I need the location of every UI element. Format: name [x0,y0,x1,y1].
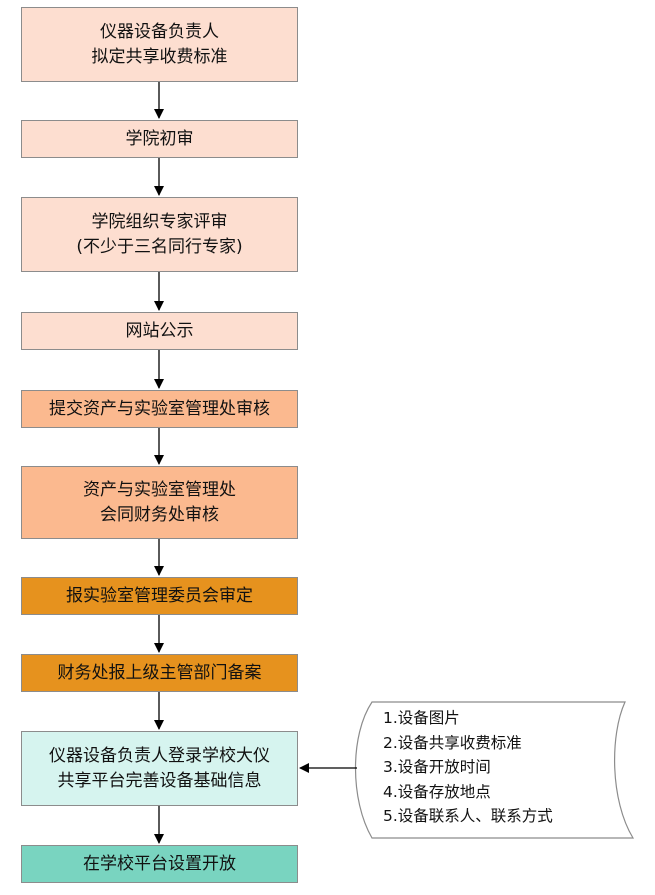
step-box-step3: 学院组织专家评审 (不少于三名同行专家) [21,197,298,272]
note-item-2: 2.设备共享收费标准 [383,733,522,752]
step5-line1: 提交资产与实验室管理处审核 [49,398,270,419]
step-box-step7: 报实验室管理委员会审定 [21,577,298,615]
step1-line2: 拟定共享收费标准 [91,46,228,67]
step6-line2: 会同财务处审核 [100,504,219,525]
step1-line1: 仪器设备负责人 [100,21,219,42]
note-item-5: 5.设备联系人、联系方式 [383,807,553,825]
note-item-4: 4.设备存放地点 [383,782,491,801]
step4-line1: 网站公示 [125,320,194,341]
step2-line1: 学院初审 [125,128,194,149]
step-box-step9: 仪器设备负责人登录学校大仪 共享平台完善设备基础信息 [21,731,298,806]
step9-line2: 共享平台完善设备基础信息 [57,770,262,791]
step3-line2: (不少于三名同行专家) [76,236,243,257]
step8-line1: 财务处报上级主管部门备案 [57,662,262,683]
note-shape [354,701,635,839]
step-box-step6: 资产与实验室管理处 会同财务处审核 [21,466,298,539]
step-box-step1: 仪器设备负责人 拟定共享收费标准 [21,7,298,82]
step10-line1: 在学校平台设置开放 [83,853,236,874]
note-item-3: 3.设备开放时间 [383,758,491,776]
step-box-step4: 网站公示 [21,312,298,350]
note-item-1: 1.设备图片 [383,709,460,727]
step3-line1: 学院组织专家评审 [91,211,228,232]
note-list: 1.设备图片 2.设备共享收费标准 3.设备开放时间 4.设备存放地点 5.设备… [383,706,553,829]
step-box-step2: 学院初审 [21,120,298,158]
step6-line1: 资产与实验室管理处 [83,479,236,500]
step-box-step10: 在学校平台设置开放 [21,845,298,883]
step-box-step8: 财务处报上级主管部门备案 [21,654,298,692]
step-box-step5: 提交资产与实验室管理处审核 [21,390,298,428]
step7-line1: 报实验室管理委员会审定 [66,585,253,606]
step9-line1: 仪器设备负责人登录学校大仪 [49,745,270,766]
